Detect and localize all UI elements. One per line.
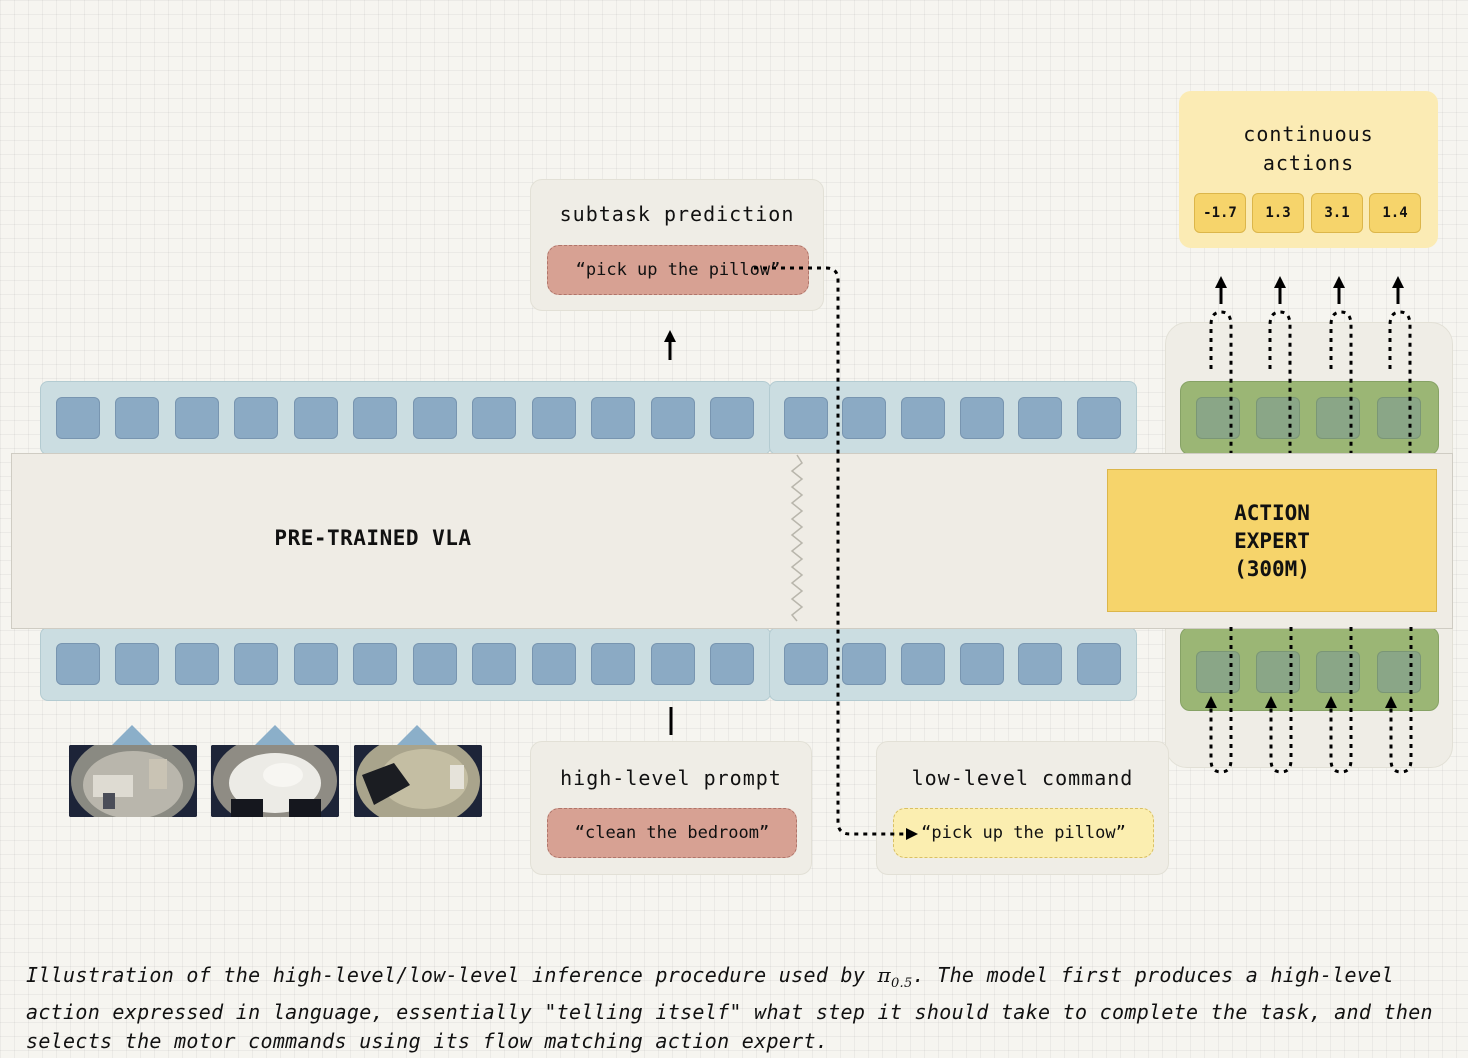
subtask-panel: subtask prediction “pick up the pillow” — [530, 179, 824, 311]
actions-panel: continuous actions -1.7 1.3 3.1 1.4 — [1179, 91, 1438, 248]
token — [234, 643, 278, 685]
caption-part2: . The model first produces a high-level … — [26, 963, 1433, 1053]
token — [115, 397, 159, 439]
high-level-text: “clean the bedroom” — [547, 808, 797, 858]
camera-image-icon — [211, 745, 339, 817]
expert-token — [1377, 651, 1421, 693]
token — [413, 397, 457, 439]
expert-token — [1377, 397, 1421, 439]
low-level-panel: low-level command “pick up the pillow” — [876, 741, 1169, 875]
camera-pointer-icon — [112, 725, 152, 745]
token — [175, 643, 219, 685]
vla-top-token-strip — [40, 381, 771, 455]
token — [472, 397, 516, 439]
token — [56, 643, 100, 685]
expert-token — [1196, 397, 1240, 439]
vla-separator — [790, 454, 804, 622]
token — [1018, 643, 1062, 685]
token — [175, 397, 219, 439]
token — [710, 643, 754, 685]
dotted-arrow-icon — [754, 266, 918, 840]
token — [901, 643, 945, 685]
subtask-text: “pick up the pillow” — [547, 245, 809, 295]
actions-title-line1: continuous — [1243, 122, 1374, 146]
token — [532, 643, 576, 685]
high-level-title: high-level prompt — [560, 766, 782, 790]
expert-token — [1196, 651, 1240, 693]
camera-pointer-icon — [397, 725, 437, 745]
caption-pi-subscript: 0.5 — [890, 976, 913, 991]
token — [710, 397, 754, 439]
token — [472, 643, 516, 685]
expert-output-loops — [1209, 310, 1412, 453]
token — [234, 397, 278, 439]
expert-token — [1256, 651, 1300, 693]
pretrained-vla-label: PRE-TRAINED VLA — [274, 526, 472, 550]
token — [532, 397, 576, 439]
token — [294, 643, 338, 685]
actions-title-line2: actions — [1262, 151, 1355, 175]
token — [842, 643, 886, 685]
token — [651, 643, 695, 685]
token — [1077, 397, 1121, 439]
expert-token — [1316, 397, 1360, 439]
caption-pi-symbol: π — [877, 963, 891, 987]
token — [353, 643, 397, 685]
action-value: 1.3 — [1252, 193, 1304, 233]
token — [784, 397, 828, 439]
token — [784, 643, 828, 685]
action-expert-line2: EXPERT — [1234, 529, 1310, 553]
vla-bottom-token-strip-right — [769, 627, 1137, 701]
vla-top-token-strip-right — [769, 381, 1137, 455]
low-level-text: “pick up the pillow” — [893, 808, 1154, 858]
caption-part1: Illustration of the high-level/low-level… — [26, 963, 878, 987]
expert-token — [1316, 651, 1360, 693]
token — [1077, 643, 1121, 685]
token — [1018, 397, 1062, 439]
token — [901, 397, 945, 439]
action-value: 3.1 — [1311, 193, 1363, 233]
token — [413, 643, 457, 685]
token — [960, 397, 1004, 439]
camera-pointer-icon — [255, 725, 295, 745]
expert-token — [1256, 397, 1300, 439]
token — [842, 397, 886, 439]
figure-caption: Illustration of the high-level/low-level… — [26, 961, 1436, 1056]
action-expert-line1: ACTION — [1234, 501, 1310, 525]
action-value: -1.7 — [1194, 193, 1246, 233]
low-level-title: low-level command — [911, 766, 1134, 790]
subtask-title: subtask prediction — [559, 202, 795, 226]
token — [115, 643, 159, 685]
camera-image-icon — [354, 745, 482, 817]
token — [353, 397, 397, 439]
action-expert-line3: (300M) — [1234, 557, 1310, 581]
action-output-arrows — [1215, 276, 1404, 304]
high-level-panel: high-level prompt “clean the bedroom” — [530, 741, 812, 875]
token — [294, 397, 338, 439]
vla-bottom-token-strip — [40, 627, 771, 701]
token — [960, 643, 1004, 685]
action-value: 1.4 — [1369, 193, 1421, 233]
token — [651, 397, 695, 439]
expert-input-loops — [1205, 627, 1413, 774]
camera-image-icon — [69, 745, 197, 817]
token — [591, 643, 635, 685]
token — [591, 397, 635, 439]
token — [56, 397, 100, 439]
action-expert-box: ACTION EXPERT (300M) — [1107, 469, 1437, 612]
